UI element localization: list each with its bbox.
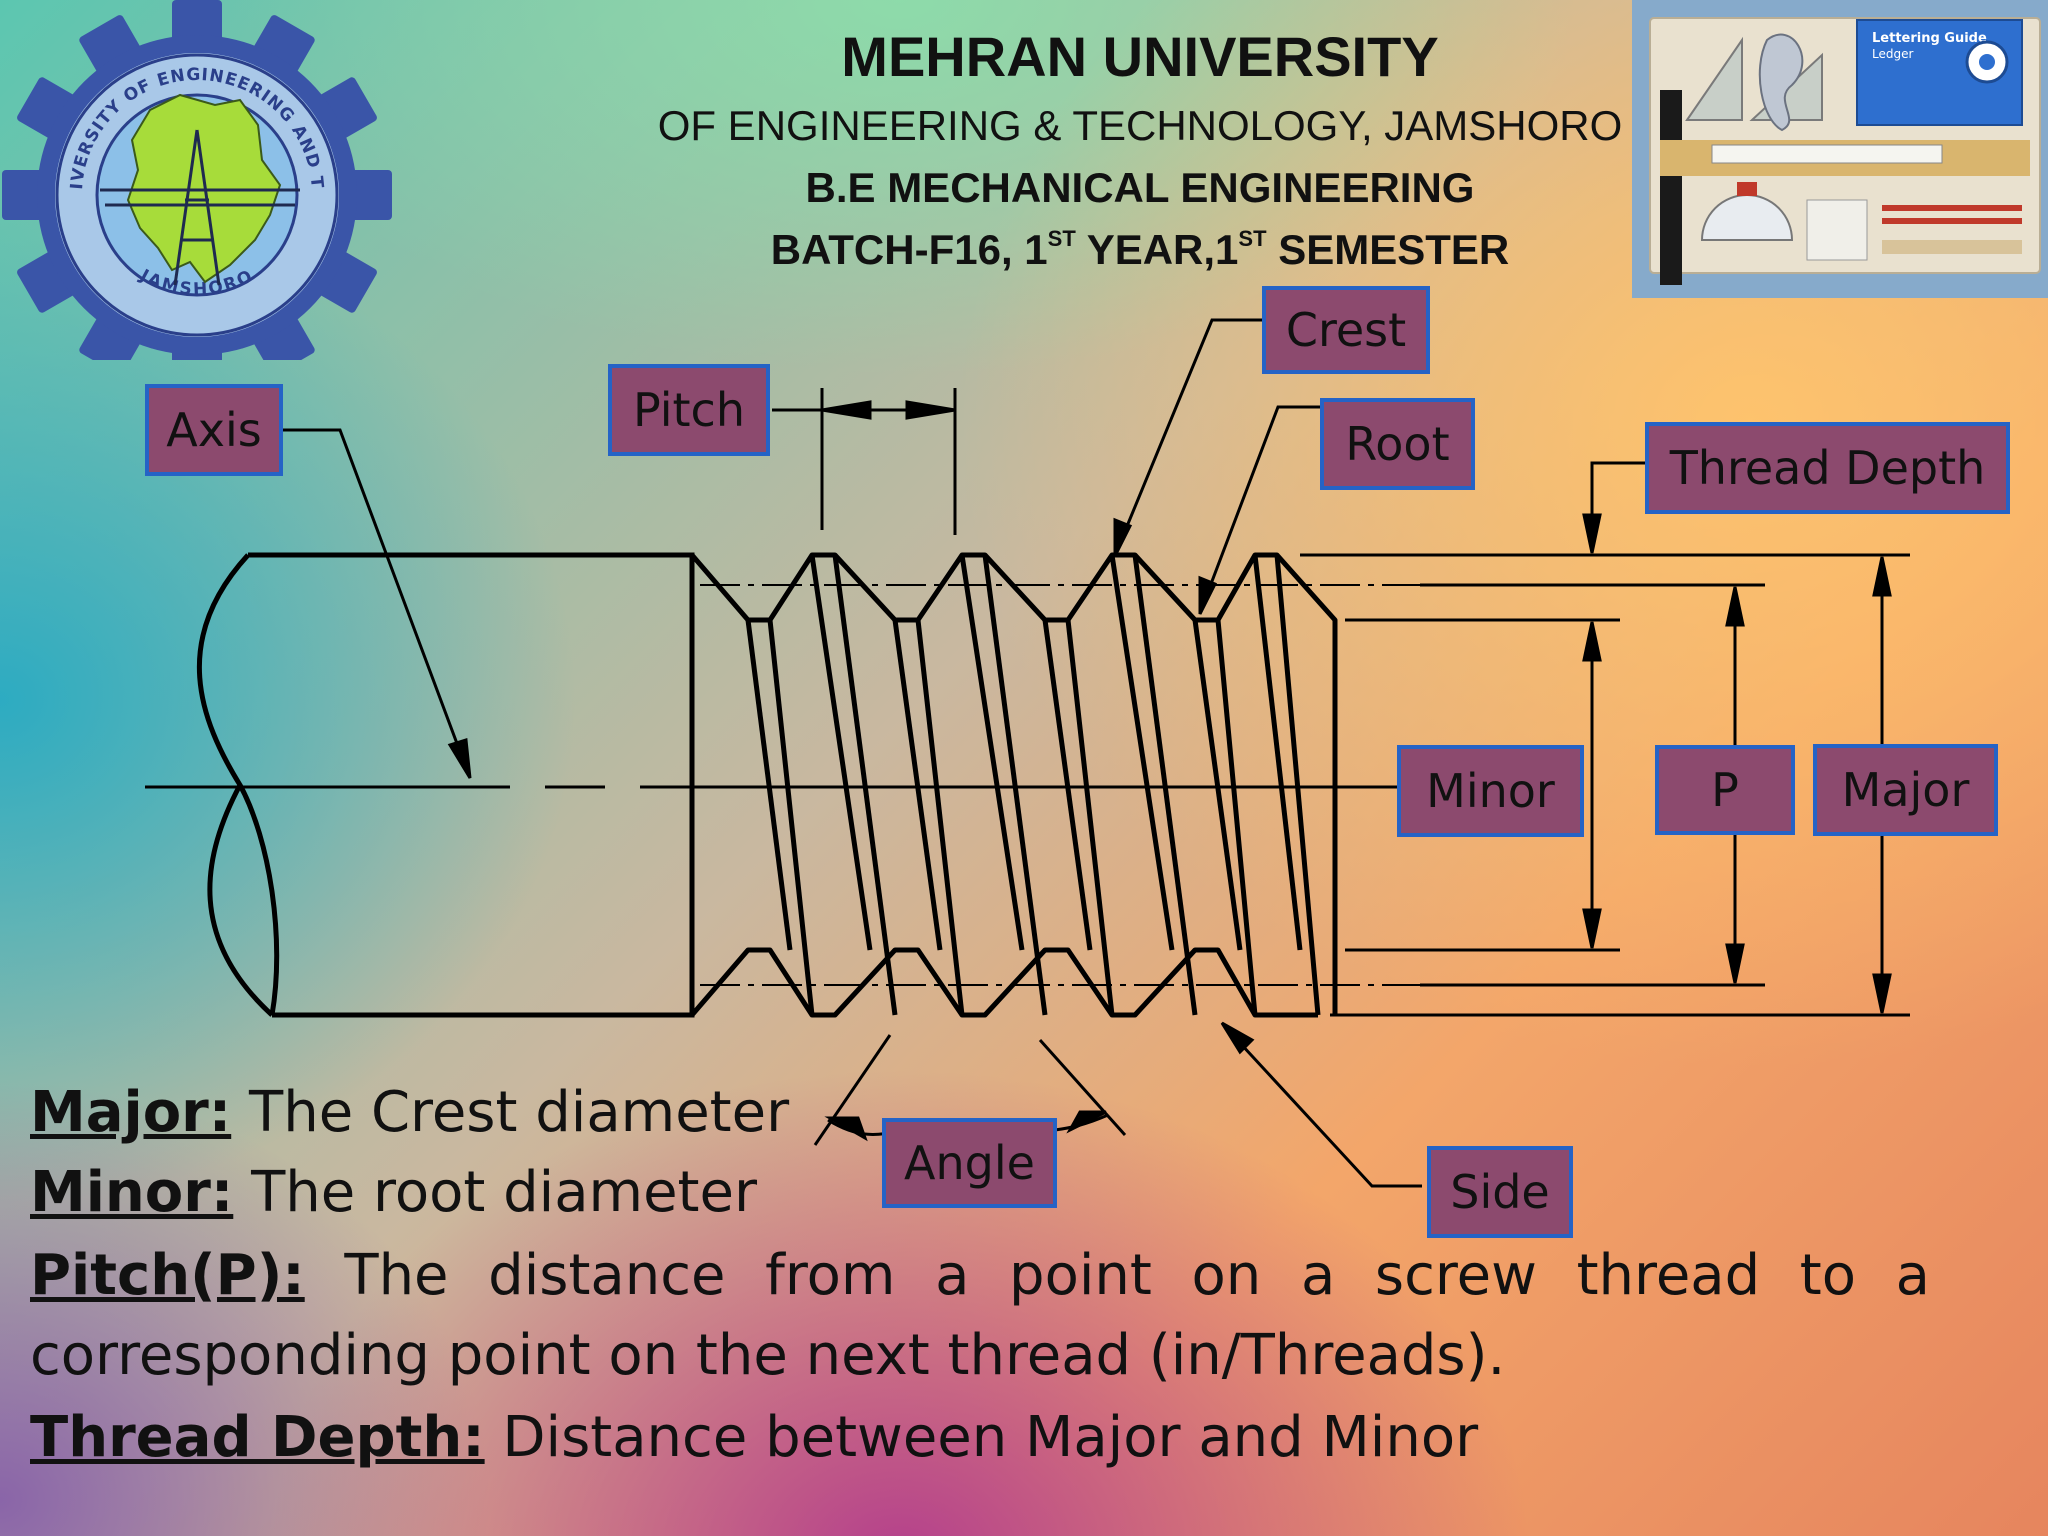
definition-minor: Minor: The root diameter bbox=[30, 1160, 757, 1225]
label-angle: Angle bbox=[882, 1118, 1057, 1208]
label-crest: Crest bbox=[1262, 286, 1430, 374]
french-curve-icon bbox=[1758, 33, 1804, 132]
label-pitch: Pitch bbox=[608, 364, 770, 456]
label-p: P bbox=[1655, 745, 1795, 835]
term-major: Major: bbox=[30, 1080, 232, 1145]
leader-lines bbox=[282, 318, 1422, 1188]
package-title: Lettering Guide bbox=[1872, 31, 1987, 46]
sandpaper-pad bbox=[1882, 240, 2022, 254]
lettering-guide-package bbox=[1856, 19, 2023, 126]
batch-middle: YEAR,1 bbox=[1075, 226, 1239, 273]
university-logo: MEHRAN UNIVERSITY OF ENGINEERING AND TEC… bbox=[0, 0, 392, 360]
batch-sup-2: ST bbox=[1238, 226, 1267, 251]
label-axis: Axis bbox=[145, 384, 283, 476]
drawing-kit-photo: Lettering Guide Ledger bbox=[1632, 0, 2048, 298]
term-minor: Minor: bbox=[30, 1160, 234, 1225]
definition-pitch-cont: corresponding point on the next thread (… bbox=[30, 1323, 1506, 1388]
label-side: Side bbox=[1427, 1146, 1573, 1238]
shaft bbox=[196, 552, 695, 1018]
set-square-icon bbox=[1685, 36, 1743, 121]
definition-depth: Thread Depth: Distance between Major and… bbox=[30, 1405, 1478, 1470]
pencil-red bbox=[1882, 205, 2022, 211]
batch-sup-1: ST bbox=[1047, 226, 1076, 251]
definition-pitch: Pitch(P): The distance from a point on a… bbox=[30, 1243, 1930, 1308]
text-depth: Distance between Major and Minor bbox=[484, 1405, 1479, 1470]
label-major: Major bbox=[1813, 744, 1998, 836]
eraser-icon bbox=[1737, 182, 1757, 196]
university-title: MEHRAN UNIVERSITY bbox=[841, 25, 1439, 88]
dimension-lines bbox=[772, 388, 1892, 1146]
thread-helix-lines bbox=[745, 554, 1321, 1016]
t-square-head bbox=[1660, 90, 1682, 285]
break-line-2 bbox=[207, 783, 274, 1017]
label-root: Root bbox=[1320, 398, 1475, 490]
department-line: B.E MECHANICAL ENGINEERING bbox=[805, 164, 1475, 211]
scale-ruler bbox=[1711, 144, 1943, 164]
text-minor: The root diameter bbox=[233, 1160, 757, 1225]
template-card bbox=[1806, 199, 1868, 261]
pencil-red-2 bbox=[1882, 218, 2022, 224]
batch-line: BATCH-F16, 1ST YEAR,1ST SEMESTER bbox=[640, 226, 1640, 274]
batch-suffix: SEMESTER bbox=[1266, 226, 1510, 273]
term-pitch: Pitch(P): bbox=[30, 1243, 305, 1308]
term-depth: Thread Depth: bbox=[30, 1405, 485, 1470]
extension-lines bbox=[1300, 553, 1910, 1017]
definition-major: Major: The Crest diameter bbox=[30, 1080, 789, 1145]
pitch-lines bbox=[700, 584, 1420, 986]
faculty-subtitle: OF ENGINEERING & TECHNOLOGY, JAMSHORO bbox=[657, 102, 1623, 149]
batch-prefix: BATCH-F16, 1 bbox=[770, 226, 1048, 273]
package-subtitle: Ledger bbox=[1872, 47, 1913, 61]
break-line bbox=[196, 553, 280, 1016]
text-major: The Crest diameter bbox=[231, 1080, 790, 1145]
text-pitch: The distance from a point on a screw thr… bbox=[304, 1243, 1930, 1308]
tower-icon bbox=[100, 129, 300, 286]
label-minor: Minor bbox=[1397, 745, 1584, 837]
label-thread-depth: Thread Depth bbox=[1645, 422, 2010, 514]
